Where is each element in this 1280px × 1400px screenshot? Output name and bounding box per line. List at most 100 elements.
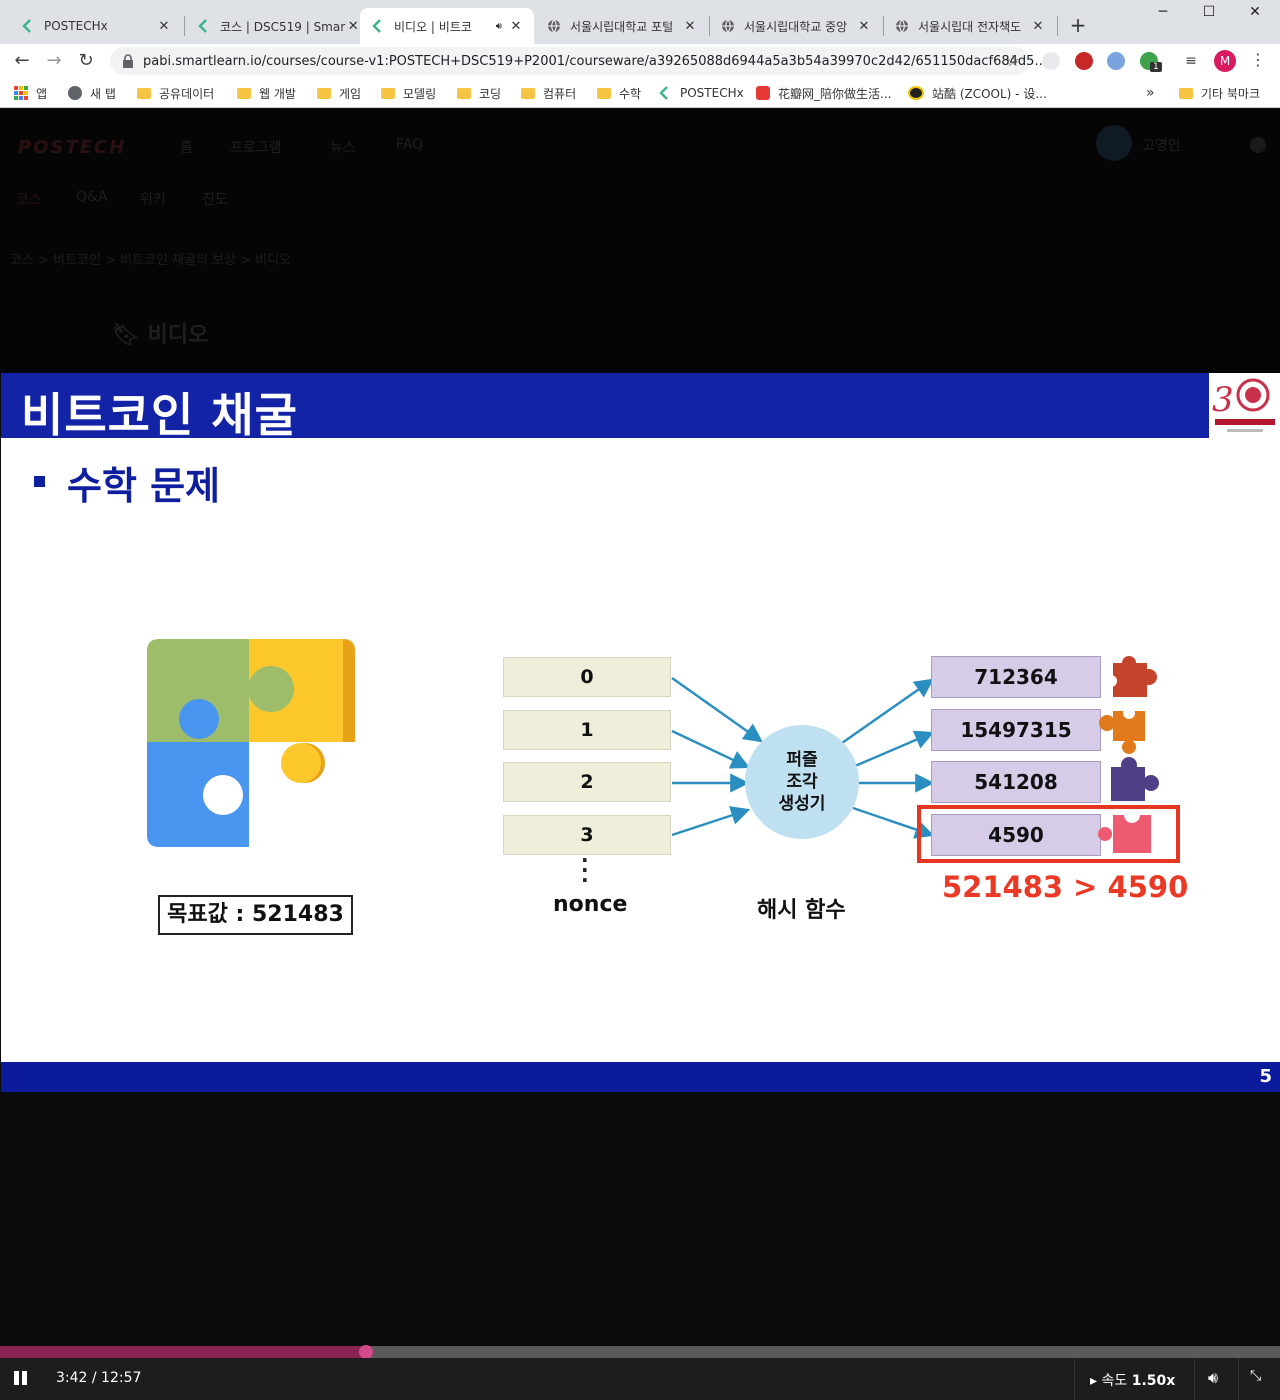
extension-badge: 1 <box>1150 62 1162 72</box>
other-bookmarks[interactable]: 기타 북마크 <box>1179 84 1260 102</box>
bookmark-label: 게임 <box>339 86 362 101</box>
close-tab-icon[interactable]: ✕ <box>510 18 522 34</box>
bookmark-folder[interactable]: 컴퓨터 <box>521 84 576 102</box>
bookmark-label: 수학 <box>619 86 642 101</box>
video-controls: 3:42 / 12:57 ▸ 속도 1.50x 🔊︎ ⤡ <box>0 1358 1280 1400</box>
nav-faq[interactable]: FAQ <box>396 137 424 153</box>
profile-avatar[interactable]: M <box>1214 50 1236 72</box>
puzzle-piece-icon <box>1111 757 1159 801</box>
nonce-box-2: 2 <box>503 762 671 802</box>
site-logo[interactable]: POSTECH <box>18 137 127 158</box>
tab-postechx[interactable]: POSTECHx ✕ <box>10 8 182 44</box>
bookmark-label: 站酷 (ZCOOL) - 设... <box>932 86 1047 101</box>
user-avatar[interactable] <box>1096 125 1132 161</box>
bookmark-apps[interactable]: 앱 <box>14 84 47 102</box>
pause-icon[interactable] <box>10 1370 30 1388</box>
progress-fill <box>0 1346 366 1358</box>
slide-subtitle: 수학 문제 <box>67 464 221 508</box>
globe-icon <box>720 18 736 34</box>
close-tab-icon[interactable]: ✕ <box>1032 18 1044 34</box>
close-tab-icon[interactable]: ✕ <box>858 18 870 34</box>
settings-icon[interactable] <box>1250 137 1266 153</box>
slide-footer-bar: 5 <box>1 1062 1280 1092</box>
volume-icon[interactable]: 🔊︎ <box>1208 1368 1219 1387</box>
bookmark-folder[interactable]: 모델링 <box>381 84 436 102</box>
minimize-icon[interactable]: ─ <box>1158 4 1168 20</box>
site-header-dimmed: POSTECH 홈 프로그램 뉴스 FAQ 고영인 코스 Q&A 위키 진도 코… <box>0 109 1280 379</box>
speaker-icon[interactable]: 🔊︎ <box>495 20 502 32</box>
tab-uos-portal[interactable]: 서울시립대학교 포털 ✕ <box>536 8 708 44</box>
video-progress-bar[interactable] <box>0 1345 1280 1359</box>
tab-title: POSTECHx <box>44 19 108 33</box>
tab-course[interactable]: 코스 | DSC519 | Smar ✕ <box>186 8 359 44</box>
close-tab-icon[interactable]: ✕ <box>158 18 170 34</box>
tab-uos-library[interactable]: 서울시립대학교 중앙 ✕ <box>710 8 882 44</box>
address-bar[interactable]: pabi.smartlearn.io/courses/course-v1:POS… <box>110 47 1047 75</box>
course-tab-wiki[interactable]: 위키 <box>140 192 166 208</box>
progress-handle[interactable] <box>359 1345 373 1359</box>
tab-video[interactable]: 비디오 | 비트코 🔊︎ ✕ <box>360 8 534 44</box>
back-icon[interactable]: ← <box>14 50 30 71</box>
bookmark-icon[interactable]: 🔖︎ <box>112 323 140 348</box>
media-queue-icon[interactable]: ≡ <box>1185 53 1197 69</box>
new-tab-button[interactable]: + <box>1069 13 1087 37</box>
tab-strip: POSTECHx ✕ 코스 | DSC519 | Smar ✕ 비디오 | 비트… <box>0 0 1280 44</box>
bookmark-zcool[interactable]: 站酷 (ZCOOL) - 设... <box>908 84 1047 102</box>
tab-title: 코스 | DSC519 | Smar <box>220 19 346 34</box>
extension-cloud-icon[interactable] <box>1042 52 1060 70</box>
nav-home[interactable]: 홈 <box>180 140 193 156</box>
bookmark-folder[interactable]: 코딩 <box>457 84 501 102</box>
close-tab-icon[interactable]: ✕ <box>684 18 696 34</box>
close-window-icon[interactable]: ✕ <box>1249 4 1261 20</box>
puzzle-piece-icon <box>1099 707 1145 754</box>
nonce-box-0: 0 <box>503 657 671 697</box>
nav-news[interactable]: 뉴스 <box>330 140 356 156</box>
globe-icon <box>546 18 562 34</box>
extension-red-icon[interactable] <box>1075 52 1093 70</box>
smartlearn-icon <box>370 18 386 34</box>
extension-blue-icon[interactable] <box>1107 52 1125 70</box>
bookmark-new-tab[interactable]: 새 탭 <box>68 84 116 102</box>
bullet <box>34 476 45 487</box>
section-title: 🔖︎ 비디오 <box>112 317 208 349</box>
generator-line: 생성기 <box>778 794 826 814</box>
course-tab-course[interactable]: 코스 <box>16 192 42 208</box>
maximize-icon[interactable]: ☐ <box>1202 4 1216 20</box>
exit-fullscreen-icon[interactable]: ⤡ <box>1250 1368 1262 1384</box>
bookmark-folder[interactable]: 수학 <box>597 84 641 102</box>
reload-icon[interactable]: ↻ <box>78 50 94 71</box>
puzzle-piece-generator: 퍼즐 조각 생성기 <box>745 725 859 839</box>
folder-icon <box>137 87 151 99</box>
nonce-box-1: 1 <box>503 710 671 750</box>
course-tab-progress[interactable]: 진도 <box>202 192 228 208</box>
globe-icon <box>68 86 82 100</box>
bookmark-postechx[interactable]: POSTECHx <box>658 84 744 102</box>
target-value-box: 목표값 : 521483 <box>158 895 353 935</box>
slide-title-bar: 비트코인 채굴 <box>1 373 1209 442</box>
speed-label: 속도 <box>1101 1373 1128 1389</box>
slide-title: 비트코인 채굴 <box>21 388 298 442</box>
nav-programs[interactable]: 프로그램 <box>230 140 282 156</box>
forward-icon[interactable]: → <box>46 50 62 71</box>
playback-speed-button[interactable]: ▸ 속도 1.50x <box>1090 1370 1175 1390</box>
video-slide[interactable]: 비트코인 채굴 3 수학 문제 목표값 : 521483 <box>1 373 1280 1092</box>
page-content: POSTECH 홈 프로그램 뉴스 FAQ 고영인 코스 Q&A 위키 진도 코… <box>0 109 1280 1400</box>
bookmark-label: 花瓣网_陪你做生活... <box>778 86 892 101</box>
bookmarks-overflow-button[interactable]: » <box>1146 85 1155 101</box>
speed-value: 1.50x <box>1131 1373 1176 1389</box>
folder-icon <box>521 87 535 99</box>
tab-uos-ebook[interactable]: 서울시립대 전자책도 ✕ <box>884 8 1056 44</box>
bookmark-folder[interactable]: 공유데이터 <box>137 84 214 102</box>
bookmark-label: 새 탭 <box>90 86 116 101</box>
menu-kebab-icon[interactable]: ⋮ <box>1250 50 1266 69</box>
bookmark-star-icon[interactable]: ☆ <box>1005 51 1020 70</box>
bookmark-folder[interactable]: 웹 개발 <box>237 84 296 102</box>
bookmark-huaban[interactable]: 花瓣网_陪你做生活... <box>756 84 891 102</box>
bookmark-folder[interactable]: 게임 <box>317 84 361 102</box>
close-tab-icon[interactable]: ✕ <box>347 18 359 34</box>
course-tab-qa[interactable]: Q&A <box>76 189 108 205</box>
smartlearn-icon <box>196 18 212 34</box>
user-name[interactable]: 고영인 <box>1142 138 1181 154</box>
bookmark-label: 기타 북마크 <box>1201 86 1261 101</box>
puzzle-piece-icon <box>1098 807 1151 853</box>
